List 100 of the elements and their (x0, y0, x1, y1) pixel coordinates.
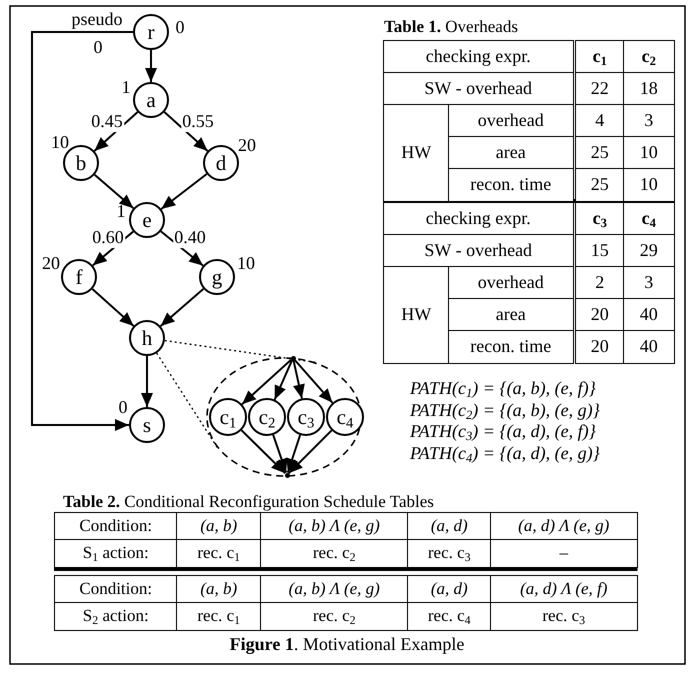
weight-label: 1 (122, 78, 130, 98)
table-cell: c$_{2}$ (623, 40, 674, 74)
node-circle: a (133, 82, 169, 118)
node-circle: h (129, 320, 165, 356)
arrow (292, 360, 305, 399)
table-cell: (a, d) Λ (e, g) (490, 512, 638, 540)
path-formula: PATH(c$_{3}$) = {(a, d), (e, f)} (410, 422, 596, 442)
table-cell: (a, d) (407, 575, 492, 604)
table-cell: (a, d) Λ (e, f) (490, 575, 638, 604)
edge-label: 0.45 (90, 112, 124, 132)
path-formula: PATH(c$_{2}$) = {(a, b), (e, g)} (410, 400, 600, 420)
table-cell: 3 (623, 104, 674, 138)
table-cell: 15 (575, 234, 624, 268)
table-cell: 10 (623, 136, 674, 170)
table-cell: overhead (448, 104, 574, 138)
table-cell: 4 (575, 104, 624, 138)
table-cell: HW (383, 104, 450, 202)
arrow (92, 288, 134, 327)
table-cell: rec. c$_{3}$ (407, 539, 492, 568)
table-cell: 25 (575, 168, 624, 202)
edge-label: pseudo (70, 10, 124, 30)
weight-label: 20 (238, 136, 256, 156)
node-circle: c$_{3}$ (287, 398, 325, 436)
arrow (294, 359, 334, 404)
node-circle: d (203, 145, 239, 181)
table-cell: S$_{1}$ action: (54, 539, 178, 568)
table-cell: 40 (623, 298, 674, 332)
table-cell: 22 (575, 72, 624, 106)
edge-label: 0.40 (173, 228, 207, 248)
junction-dot (284, 472, 290, 478)
table-cell: c$_{1}$ (575, 40, 624, 74)
node-circle: r (133, 14, 169, 50)
table-cell: rec. c$_{4}$ (407, 602, 492, 630)
weight-label: 0 (94, 38, 102, 58)
node-circle: s (129, 407, 165, 443)
table-cell: 10 (623, 168, 674, 202)
table-cell: c$_{4}$ (623, 202, 674, 236)
arrow (288, 430, 332, 474)
table-cell: 29 (623, 234, 674, 268)
table-cell: Condition: (54, 575, 178, 604)
weight-label: 0 (118, 398, 128, 418)
table-cell: HW (383, 266, 450, 364)
table-cell: – (490, 539, 638, 568)
dashed-ellipse (206, 357, 362, 477)
table-cell: SW - overhead (383, 234, 574, 268)
arrow (286, 434, 302, 473)
arrow (31, 31, 133, 431)
leader-line (164, 340, 317, 364)
table-cell: rec. c$_{2}$ (260, 602, 408, 630)
leader-line (156, 352, 220, 450)
table-cell: (a, b) Λ (e, g) (260, 575, 408, 604)
table-title: Table 2. Conditional Reconfiguration Schedule Tables (63, 493, 434, 512)
table-cell: Condition: (54, 512, 178, 540)
table-cell: (a, b) Λ (e, g) (260, 512, 408, 540)
path-formula: PATH(c$_{4}$) = {(a, d), (e, g)} (410, 444, 600, 464)
table-cell: (a, b) (176, 512, 262, 540)
table-cell: (a, d) (407, 512, 492, 540)
table-cell: rec. c$_{2}$ (260, 539, 408, 568)
table-cell: rec. c$_{1}$ (176, 602, 262, 630)
arrow (160, 173, 208, 210)
table-cell: checking expr. (383, 202, 574, 236)
node-circle: e (129, 202, 165, 238)
table-cell: 20 (575, 298, 624, 332)
table-cell: 3 (623, 266, 674, 300)
table-cell: area (448, 298, 574, 332)
table-cell: 2 (575, 266, 624, 300)
table-cell: checking expr. (383, 40, 574, 74)
table-cell: rec. c$_{1}$ (176, 539, 262, 568)
arrow (274, 360, 293, 400)
arrow (141, 356, 153, 407)
node-circle: g (199, 259, 235, 295)
node-circle: c$_{2}$ (248, 398, 286, 436)
edge-label: 0.60 (91, 228, 125, 248)
path-formula: PATH(c$_{1}$) = {(a, b), (e, f)} (410, 379, 596, 399)
weight-label: 0 (176, 18, 184, 38)
table-cell: (a, b) (176, 575, 262, 604)
node-circle: f (61, 259, 97, 295)
table-cell: SW - overhead (383, 72, 574, 106)
table-cell: S$_{2}$ action: (54, 602, 178, 630)
edge-label: 0.55 (181, 112, 215, 132)
table-cell: recon. time (448, 168, 574, 202)
arrow (160, 288, 204, 327)
table-title: Table 1. Overheads (384, 18, 518, 37)
table-cell: 20 (575, 330, 624, 364)
junction-dot (290, 356, 296, 360)
arrow (94, 174, 134, 209)
weight-label: 20 (42, 254, 60, 274)
table-cell: rec. c$_{3}$ (490, 602, 638, 630)
table-cell: overhead (448, 266, 574, 300)
node-circle: c$_{1}$ (209, 398, 247, 436)
weight-label: 10 (237, 254, 255, 274)
arrow (164, 111, 208, 152)
node-circle: c$_{4}$ (326, 398, 364, 436)
arrow (241, 358, 292, 405)
arrow (145, 50, 157, 82)
figure-caption: Figure 1. Motivational Example (230, 635, 464, 655)
table-cell: 18 (623, 72, 674, 106)
weight-label: 1 (116, 202, 126, 222)
arrow (240, 430, 286, 474)
table-cell: area (448, 136, 574, 170)
